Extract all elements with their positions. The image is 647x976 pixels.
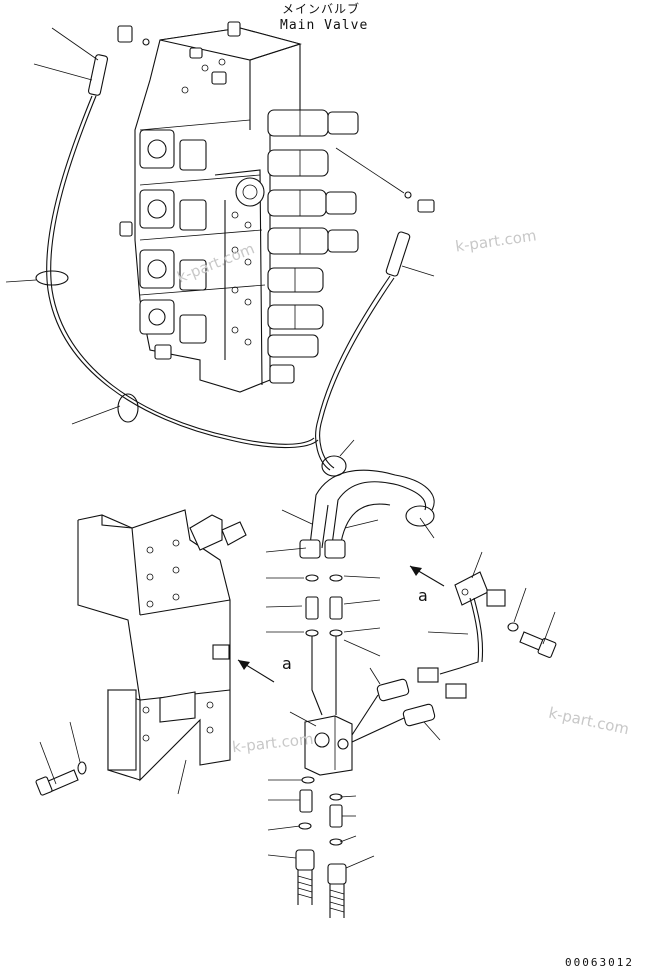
title-japanese: メインバルブ	[282, 2, 361, 16]
view-arrows	[237, 565, 445, 683]
junction-block	[304, 715, 353, 776]
mounting-bracket	[77, 509, 247, 782]
lower-hoses	[297, 870, 345, 918]
pipes-to-block	[311, 636, 337, 716]
pilot-hose-right	[315, 231, 411, 471]
fitting-stack-lower	[295, 776, 347, 885]
view-marker-a-left: a	[282, 654, 292, 673]
leader-lines	[5, 27, 556, 869]
pressure-sensors	[376, 678, 436, 727]
bolt-left	[35, 761, 87, 796]
right-clip	[417, 571, 506, 699]
bolt-right	[507, 622, 557, 658]
sensor-harness	[439, 597, 484, 675]
view-marker-a-right: a	[418, 586, 428, 605]
main-valve	[119, 21, 435, 393]
pilot-hose-left	[46, 54, 319, 449]
fitting-stack-upper	[305, 574, 343, 637]
hose-clamps	[35, 270, 435, 527]
u-hose-assembly	[299, 469, 435, 559]
top-elbow-fitting	[117, 25, 150, 46]
drawing-number: 00063012	[565, 956, 634, 969]
title-english: Main Valve	[280, 18, 369, 33]
